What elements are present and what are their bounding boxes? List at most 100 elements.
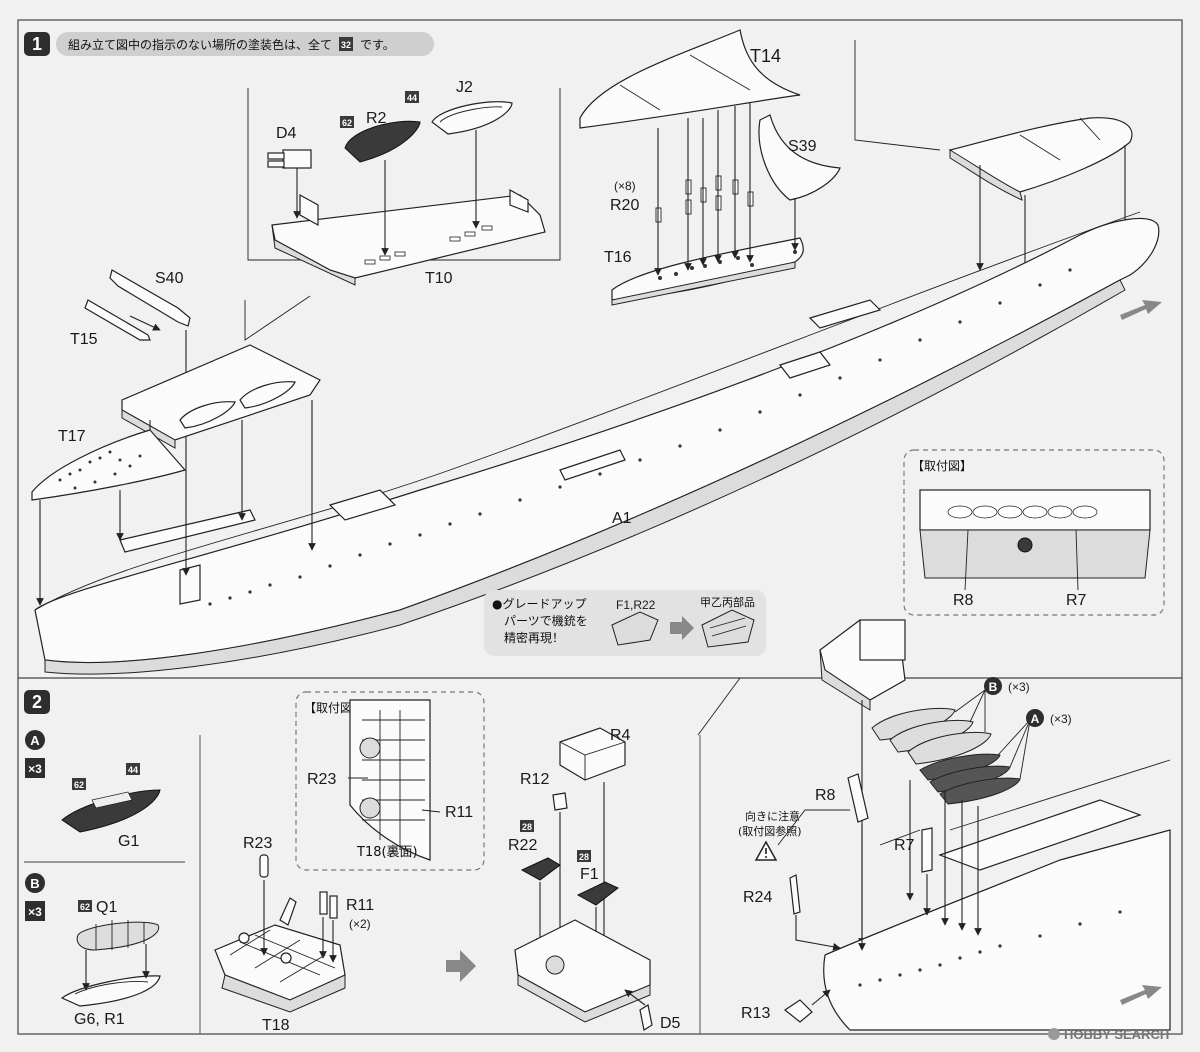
- inset1-label-R7: R7: [1066, 592, 1087, 609]
- color-badge-44-text: 44: [407, 93, 417, 103]
- label-R23: R23: [243, 835, 272, 852]
- subassembly-B-badge: B: [30, 876, 39, 891]
- step2-label-R7: R7: [894, 837, 915, 854]
- direction-arrow: [1120, 300, 1162, 320]
- callout-line1: ●グレードアップ: [492, 597, 586, 611]
- inset-mounting-diagram-2: 【取付図】 R23 R11 T18(裏面): [295, 691, 485, 871]
- inset1-title: 【取付図】: [912, 459, 972, 473]
- step-arrow: [446, 950, 476, 982]
- part-J2: [431, 101, 513, 135]
- label-R20-qty: (×8): [614, 179, 636, 193]
- label-T10: T10: [425, 270, 453, 287]
- R22-badge-28: 28: [522, 822, 532, 832]
- part-S40: [109, 269, 191, 327]
- callout-from-parts: F1,R22: [616, 598, 656, 612]
- part-T18: [214, 854, 346, 1013]
- part-D5: [639, 1004, 653, 1031]
- label-D4: D4: [276, 125, 297, 142]
- page-border: [17, 19, 1183, 1035]
- subassembly-B: B ×3 62 Q1 G6, R1: [25, 873, 161, 1028]
- inset-mounting-diagram-1: 【取付図】 R8 R7: [903, 449, 1165, 616]
- subassembly-A: A ×3 62 44 G1: [25, 730, 161, 850]
- watermark-text: HOBBY SEARCH: [1064, 1027, 1169, 1042]
- part-S39: [758, 114, 841, 201]
- step1-number-box: [24, 32, 50, 56]
- callout-line3: 精密再現！: [504, 630, 564, 645]
- label-R11-qty: (×2): [349, 917, 371, 931]
- part-T17: [31, 429, 187, 606]
- part-R4-group: [514, 727, 653, 1031]
- step2-A-badge: A: [1031, 712, 1040, 726]
- part-R22: [520, 857, 561, 881]
- step1-instruction-suffix: です。: [360, 38, 395, 52]
- inset2-label-T18: T18(裏面): [356, 845, 418, 860]
- step2-number: 2: [32, 692, 42, 712]
- label-R2: R2: [366, 110, 387, 127]
- subassembly-A-qty: ×3: [28, 762, 42, 776]
- step1-number: 1: [32, 34, 42, 54]
- label-R11: R11: [346, 897, 374, 914]
- label-D5: D5: [660, 1015, 681, 1032]
- step2-label-R8: R8: [815, 787, 836, 804]
- inset1-label-R8: R8: [953, 592, 974, 609]
- step1-instruction: 組み立て図中の指示のない場所の塗装色は、全て: [68, 37, 332, 52]
- label-A1: A1: [612, 510, 632, 527]
- part-R4: [559, 727, 626, 781]
- badge-B-circle: [984, 677, 1002, 695]
- F1-badge-28: 28: [579, 852, 589, 862]
- label-S39: S39: [788, 138, 817, 155]
- part-A1-hull: [34, 211, 1162, 675]
- B-badge-62: 62: [80, 902, 90, 912]
- callout-arrow: [670, 616, 694, 640]
- label-F1: F1: [580, 866, 599, 883]
- label-R12: R12: [520, 771, 549, 788]
- inset2-title: 【取付図】: [304, 701, 364, 715]
- label-T15: T15: [70, 331, 98, 348]
- step2-A-qty: (×3): [1050, 712, 1072, 726]
- part-S40-group: [84, 269, 191, 576]
- part-midship-deck: [121, 344, 321, 551]
- step2-label-R24: R24: [743, 889, 772, 906]
- part-T15: [84, 299, 151, 341]
- subassembly-B-qty: ×3: [28, 905, 42, 919]
- step2-B-badge: B: [989, 680, 998, 694]
- inset2-label-R11: R11: [445, 804, 473, 821]
- upgrade-callout: ●グレードアップ パーツで機銃を 精密再現！ F1,R22 甲乙丙部品: [484, 590, 766, 656]
- subassembly-A-badge: A: [30, 733, 40, 748]
- color-badge-62-text: 62: [342, 118, 352, 128]
- color-badge-32-text: 32: [341, 40, 351, 50]
- step1-header: 1 組み立て図中の指示のない場所の塗装色は、全て 32 です。: [24, 32, 434, 56]
- hull-portholes: [208, 268, 1072, 606]
- inset2-label-R23: R23: [307, 771, 336, 788]
- badge-A-circle: [1026, 709, 1044, 727]
- part-stern-deck: [948, 117, 1133, 301]
- step2-stern-assembly: [783, 619, 1171, 1031]
- label-T18: T18: [262, 1017, 290, 1034]
- part-T14-group: [579, 29, 841, 306]
- label-G1: G1: [118, 833, 139, 850]
- watermark: HOBBY SEARCH: [1048, 1027, 1169, 1042]
- label-R22: R22: [508, 837, 537, 854]
- part-T10-group: [267, 101, 546, 286]
- part-D4: [267, 149, 312, 169]
- label-G6-R1: G6, R1: [74, 1011, 125, 1028]
- callout-to-parts: 甲乙丙部品: [700, 595, 755, 609]
- caution-text-1: 向きに注意: [745, 809, 800, 823]
- color-badge-44: [405, 91, 419, 103]
- A-badge-62: 62: [74, 780, 84, 790]
- part-R12: [552, 792, 568, 811]
- part-R2: [344, 120, 421, 163]
- label-T16: T16: [604, 249, 632, 266]
- color-badge-62: [340, 116, 354, 128]
- step2-label-R13: R13: [741, 1005, 770, 1022]
- label-R4: R4: [610, 727, 631, 744]
- label-J2: J2: [456, 79, 473, 96]
- label-R20: R20: [610, 197, 639, 214]
- label-T17: T17: [58, 428, 86, 445]
- step2-B-qty: (×3): [1008, 680, 1030, 694]
- label-T14: T14: [750, 46, 781, 66]
- part-T14: [579, 29, 801, 129]
- part-R23: [259, 854, 269, 878]
